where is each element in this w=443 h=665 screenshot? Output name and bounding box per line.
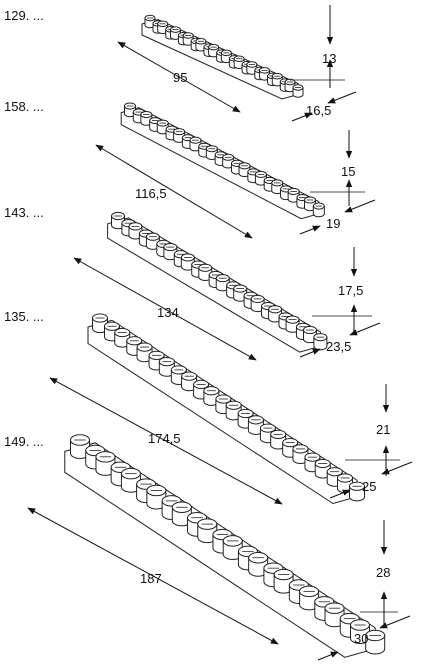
height-dimension-value: 28 — [376, 565, 390, 580]
height-dimension-value: 15 — [341, 164, 355, 179]
width-dimension-arrow-left — [291, 112, 313, 122]
part-number-label: 149. ... — [4, 434, 44, 449]
width-dimension-arrow-left — [299, 225, 321, 235]
height-dimension-value: 13 — [322, 51, 336, 66]
length-dimension-value: 174,5 — [148, 431, 181, 446]
terminal-strip-row-5: 149. ... 187 28 30 — [4, 434, 411, 661]
width-dimension-arrow-right — [381, 461, 413, 475]
length-dimension-line — [117, 41, 241, 113]
width-dimension-arrow-right — [327, 91, 357, 104]
width-dimension-arrow-left — [329, 489, 351, 499]
part-number-label: 129. ... — [4, 8, 44, 23]
height-dimension-value: 17,5 — [338, 283, 363, 298]
part-number-label: 135. ... — [4, 309, 44, 324]
width-dimension-arrow-left — [299, 348, 321, 358]
length-dimension-line — [49, 377, 283, 505]
width-dimension-value: 30 — [354, 631, 368, 646]
width-dimension-value: 16,5 — [306, 103, 331, 118]
length-dimension-value: 187 — [140, 571, 162, 586]
width-dimension-value: 23,5 — [326, 339, 351, 354]
terminal-strip-row-2: 158. ... 116,5 15 19 — [4, 99, 376, 239]
width-dimension-value: 19 — [326, 216, 340, 231]
width-dimension-value: 25 — [362, 479, 376, 494]
terminal-strip-row-4: 135. ... 174,5 21 25 — [4, 309, 413, 505]
length-dimension-value: 116,5 — [135, 186, 167, 201]
width-dimension-arrow-right — [349, 322, 381, 336]
terminal-strip-drawing — [141, 14, 304, 100]
width-dimension-arrow-left — [317, 651, 339, 661]
length-dimension-line — [95, 144, 253, 239]
width-dimension-arrow-right — [344, 199, 376, 213]
length-dimension-value: 134 — [157, 305, 179, 320]
terminal-strip-row-1: 129. ... 95 13 16,5 — [4, 5, 357, 122]
terminal-strip-drawing — [107, 211, 328, 353]
length-dimension-line — [27, 507, 279, 645]
height-dimension-value: 21 — [376, 422, 390, 437]
width-dimension-arrow-right — [379, 615, 411, 629]
terminal-strip-row-3: 143. ... 134 17,5 23,5 — [4, 205, 381, 361]
part-number-label: 143. ... — [4, 205, 44, 220]
length-dimension-line — [73, 257, 257, 361]
length-dimension-value: 95 — [173, 70, 187, 85]
part-number-label: 158. ... — [4, 99, 44, 114]
